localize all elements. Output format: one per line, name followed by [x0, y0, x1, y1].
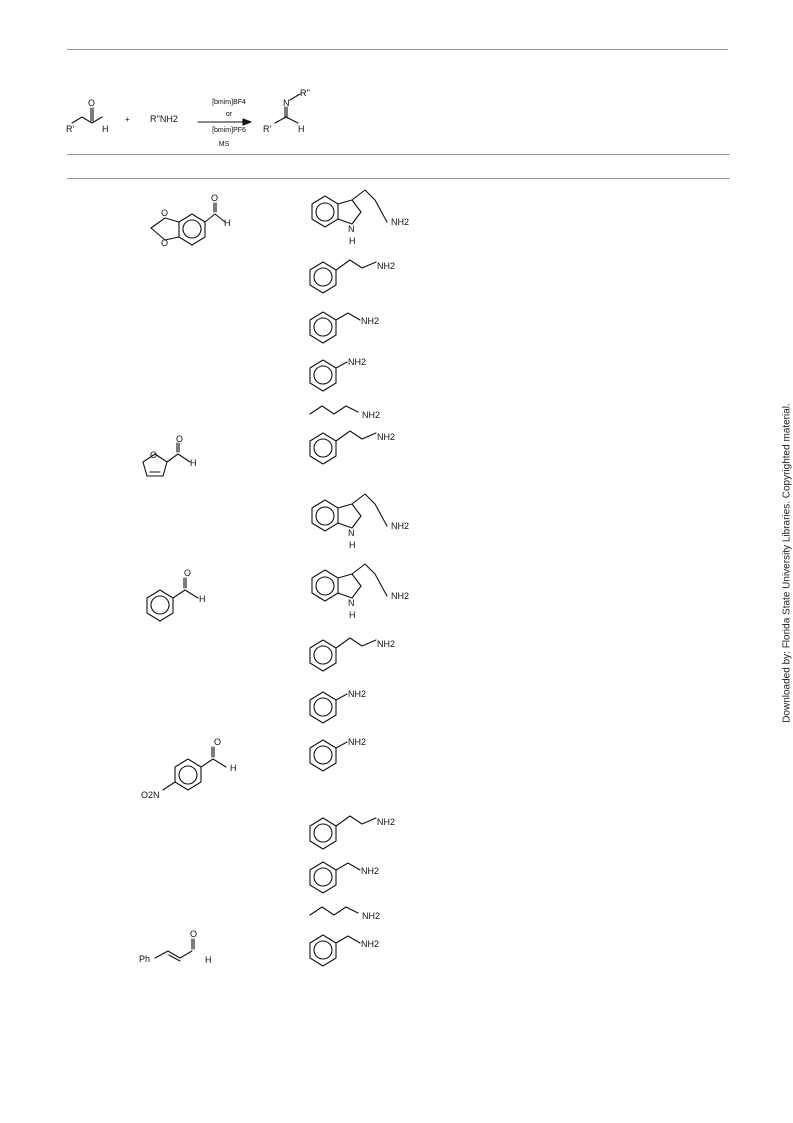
benzylamine-structure-3: NH2 — [309, 934, 379, 967]
tryptamine-structure-3: N H NH2 — [311, 563, 409, 620]
aniline-nh2-1: NH2 — [348, 357, 366, 367]
aniline-nh2-3: NH2 — [348, 737, 366, 747]
scheme-condition-ms: MS — [219, 141, 230, 148]
benzylamine-nh2-1: NH2 — [361, 316, 379, 326]
benzylamine-nh2-2: NH2 — [361, 866, 379, 876]
nitrobenzaldehyde-structure: O H O2N — [141, 737, 237, 800]
piperonal-o-bottom: O — [161, 238, 168, 248]
benzylamine-structure-2: NH2 — [309, 861, 379, 894]
piperonal-o-top: O — [161, 208, 168, 218]
scheme-condition-or: or — [226, 111, 233, 118]
benzaldehyde-h: H — [199, 594, 206, 604]
phenethylamine-nh2-4: NH2 — [377, 817, 395, 827]
furfural-h: H — [190, 458, 197, 468]
scheme-aldehyde: O R' H — [66, 98, 109, 134]
phenethylamine-nh2-1: NH2 — [377, 261, 395, 271]
scheme-condition-top: [bmim]BF4 — [212, 99, 246, 106]
benzaldehyde-structure: O H — [146, 568, 206, 622]
butylamine-structure-1: NH2 — [309, 405, 380, 420]
top-rule — [67, 49, 728, 50]
tryptamine-h-2: H — [349, 540, 356, 550]
scheme-condition-bottom: [bmim]PF6 — [212, 127, 246, 134]
scheme-imine-product: N R'' R' H — [263, 88, 310, 134]
furfural-o: O — [176, 434, 183, 444]
phenethylamine-structure-4: NH2 — [309, 815, 395, 850]
scheme-product-r2: R'' — [300, 88, 310, 98]
benzaldehyde-o: O — [184, 568, 191, 578]
cinnamaldehyde-structure: O H Ph — [139, 929, 212, 965]
aniline-nh2-2: NH2 — [348, 689, 366, 699]
cinnamaldehyde-o: O — [190, 929, 197, 939]
tryptamine-structure-1: N H NH2 — [311, 189, 409, 246]
table-header-rule — [67, 178, 730, 179]
cinnamaldehyde-ph: Ph — [139, 954, 150, 964]
scheme-arrow — [197, 118, 252, 126]
phenethylamine-nh2-3: NH2 — [377, 639, 395, 649]
scheme-bottom-rule — [67, 154, 730, 155]
scheme-product-n: N — [283, 98, 290, 108]
phenethylamine-nh2-2: NH2 — [377, 432, 395, 442]
tryptamine-nh2-1: NH2 — [391, 217, 409, 227]
nitrobenzaldehyde-h: H — [230, 763, 237, 773]
aniline-structure-3: NH2 — [309, 737, 366, 772]
download-watermark: Downloaded by: Florida State University … — [781, 403, 793, 723]
benzylamine-nh2-3: NH2 — [361, 939, 379, 949]
phenethylamine-structure-3: NH2 — [309, 637, 395, 672]
scheme-plus: + — [125, 115, 130, 124]
scheme-product-h: H — [298, 124, 305, 134]
scheme-amine: R''NH2 — [150, 114, 178, 124]
piperonal-h: H — [224, 218, 231, 228]
furfural-structure: O O H — [142, 434, 197, 477]
butylamine-nh2-2: NH2 — [362, 911, 380, 921]
tryptamine-structure-2: N H NH2 — [311, 493, 409, 550]
tryptamine-n-3: N — [348, 598, 355, 608]
phenethylamine-structure-2: NH2 — [309, 430, 395, 465]
scheme-aldehyde-h: H — [102, 124, 109, 134]
nitrobenzaldehyde-o2n: O2N — [141, 790, 160, 800]
aniline-structure-2: NH2 — [309, 689, 366, 724]
tryptamine-n-2: N — [348, 528, 355, 538]
butylamine-nh2-1: NH2 — [362, 410, 380, 420]
scheme-aldehyde-r1: R' — [66, 124, 74, 134]
phenethylamine-structure-1: NH2 — [309, 259, 395, 294]
tryptamine-n-1: N — [348, 224, 355, 234]
nitrobenzaldehyde-o: O — [214, 737, 221, 747]
tryptamine-h-3: H — [349, 610, 356, 620]
tryptamine-nh2-3: NH2 — [391, 591, 409, 601]
piperonal-structure: O O O H — [150, 193, 231, 248]
tryptamine-h-1: H — [349, 236, 356, 246]
scheme-product-r1: R' — [263, 124, 271, 134]
cinnamaldehyde-h: H — [205, 955, 212, 965]
furfural-ring-o: O — [150, 450, 157, 460]
scheme-aldehyde-o: O — [88, 98, 95, 108]
butylamine-structure-2: NH2 — [309, 906, 380, 921]
piperonal-o: O — [211, 193, 218, 203]
benzylamine-structure-1: NH2 — [309, 311, 379, 344]
aniline-structure-1: NH2 — [309, 357, 366, 392]
tryptamine-nh2-2: NH2 — [391, 521, 409, 531]
